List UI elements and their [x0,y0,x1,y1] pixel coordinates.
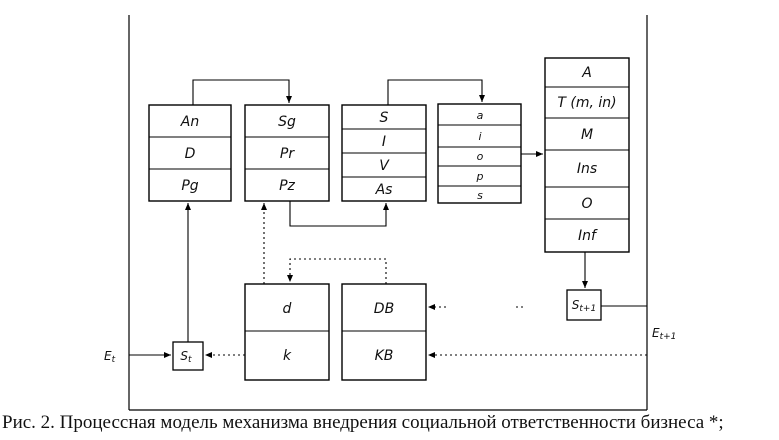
node-st: St [172,341,204,371]
block-i-label: I [382,134,386,150]
block-a-cap-label: A [581,65,592,81]
block-s-label: S [380,110,389,126]
label-et: E [104,349,112,363]
dotted-connectors [205,203,647,358]
block-pr-label: Pr [280,146,295,162]
block-k-label: k [283,348,292,364]
block-inf-label: Inf [578,228,598,244]
block-sg-label: Sg [278,114,296,130]
block-a-label: a [477,109,484,122]
svg-text:St: St [180,349,192,365]
block-an-d-pg: An D Pg [148,104,232,202]
label-et1-group: Et+1 [652,326,676,342]
node-st-subscript: t [188,355,192,365]
block-db-label: DB [374,301,394,317]
block-o-cap-label: O [581,196,592,212]
block-db-kb: DB KB [341,283,427,381]
block-kb-label: KB [375,348,394,364]
node-st-next: St+1 [566,289,602,321]
block-sg-pr-pz: Sg Pr Pz [244,104,330,202]
svg-text:St+1: St+1 [572,298,596,314]
node-st-next-subscript: t+1 [579,304,596,314]
node-st-label: S [180,349,188,363]
block-d-small-label: d [283,301,292,317]
block-ins-label: Ins [577,161,597,177]
solid-connectors [129,79,647,358]
block-d-label: D [185,146,196,162]
block-s-small-label: s [477,189,483,202]
node-st-next-label: S [572,298,580,312]
block-d-k: d k [244,283,330,381]
block-t-label: T (m, in) [557,95,616,111]
block-i-small-label: i [478,130,481,143]
outer-frame [128,15,648,411]
block-pz-label: Pz [279,178,295,194]
label-et-subscript: t [112,355,116,365]
block-v-label: V [379,158,390,174]
block-p-label: p [476,170,484,183]
block-an-label: An [180,114,199,130]
block-a-t-m-ins-o-inf: A T (m, in) M Ins O Inf [544,57,630,253]
block-s-i-v-as: S I V As [341,104,427,202]
figure-caption: Рис. 2. Процессная модель механизма внед… [2,412,724,433]
block-pg-label: Pg [181,178,198,194]
block-m-label: M [581,127,593,143]
block-o-label: o [477,150,484,163]
label-et1-subscript: t+1 [660,332,677,342]
label-et-group: Et [104,349,116,365]
block-as-label: As [375,182,393,198]
block-a-i-o-p-s: a i o p s [437,103,522,204]
label-et1: E [652,326,660,340]
